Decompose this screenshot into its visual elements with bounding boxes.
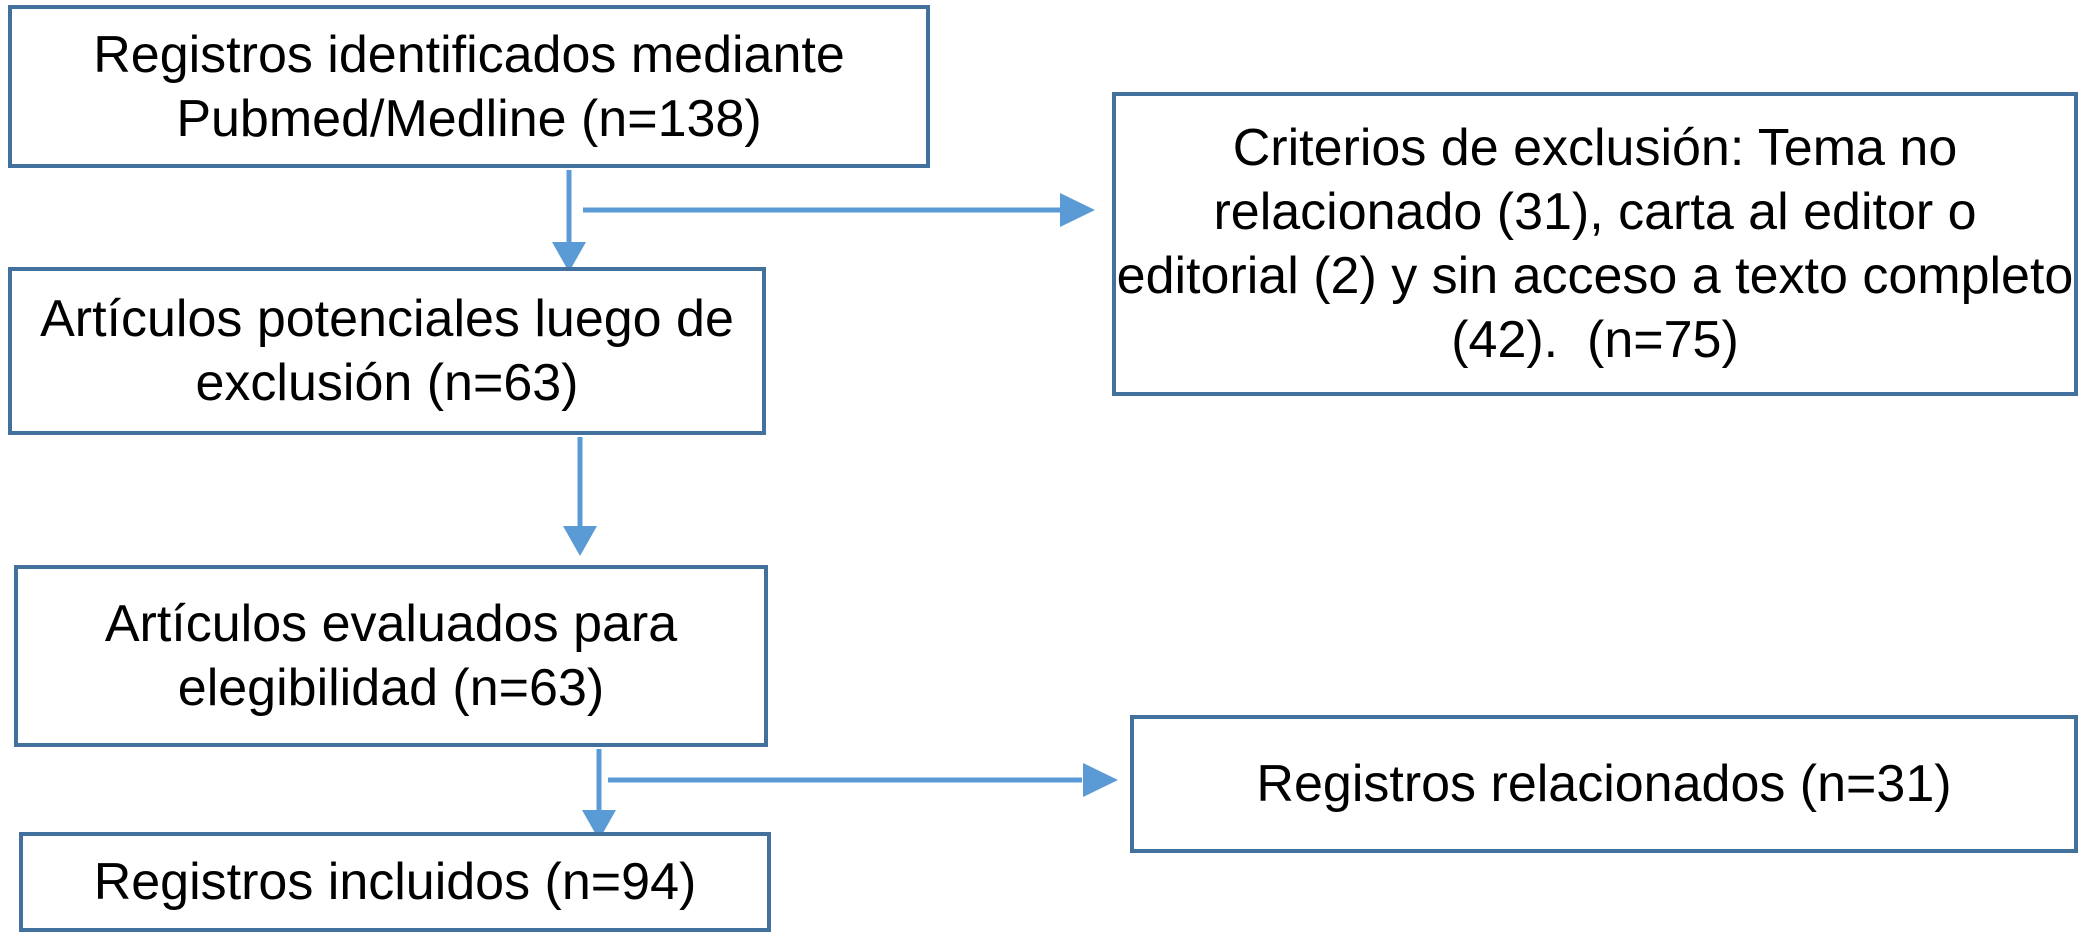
node-articulos-evaluados: Artículos evaluados para elegibilidad (n… <box>14 565 768 747</box>
node-text-line: editorial (2) y sin acceso a texto compl… <box>1116 247 2074 305</box>
node-text-line: Artículos potenciales luego de <box>40 290 734 348</box>
arrow-branch-to-relacionados <box>608 763 1118 797</box>
node-text-line: Registros identificados mediante <box>93 25 845 84</box>
node-text-line: exclusión (n=63) <box>195 354 579 412</box>
arrow-evaluados-to-incluidos <box>582 749 616 840</box>
node-text-line: Artículos evaluados para <box>104 595 678 653</box>
node-registros-relacionados: Registros relacionados (n=31) <box>1130 715 2078 853</box>
arrow-head-right-icon <box>1083 763 1118 797</box>
node-text-line: (42). (n=75) <box>1451 311 1739 369</box>
arrow-head-right-icon <box>1060 193 1095 227</box>
node-criterios-exclusion: Criterios de exclusión: Tema no relacion… <box>1112 92 2078 396</box>
arrow-potenciales-to-evaluados <box>563 437 597 556</box>
node-text-line: Registros relacionados (n=31) <box>1256 755 1952 813</box>
node-registros-identificados: Registros identificados mediante Pubmed/… <box>8 5 930 168</box>
node-articulos-potenciales: Artículos potenciales luego de exclusión… <box>8 267 766 435</box>
arrow-branch-to-criterios <box>583 193 1095 227</box>
node-text-line: Criterios de exclusión: Tema no <box>1232 119 1958 177</box>
node-text-line: Pubmed/Medline (n=138) <box>176 89 762 148</box>
node-registros-incluidos: Registros incluidos (n=94) <box>19 832 771 932</box>
arrow-head-down-icon <box>563 526 597 556</box>
node-text-line: elegibilidad (n=63) <box>177 659 605 717</box>
node-text-line: relacionado (31), carta al editor o <box>1213 183 1977 241</box>
arrow-identificados-to-potenciales <box>552 170 586 272</box>
node-text-line: Registros incluidos (n=94) <box>93 853 697 911</box>
